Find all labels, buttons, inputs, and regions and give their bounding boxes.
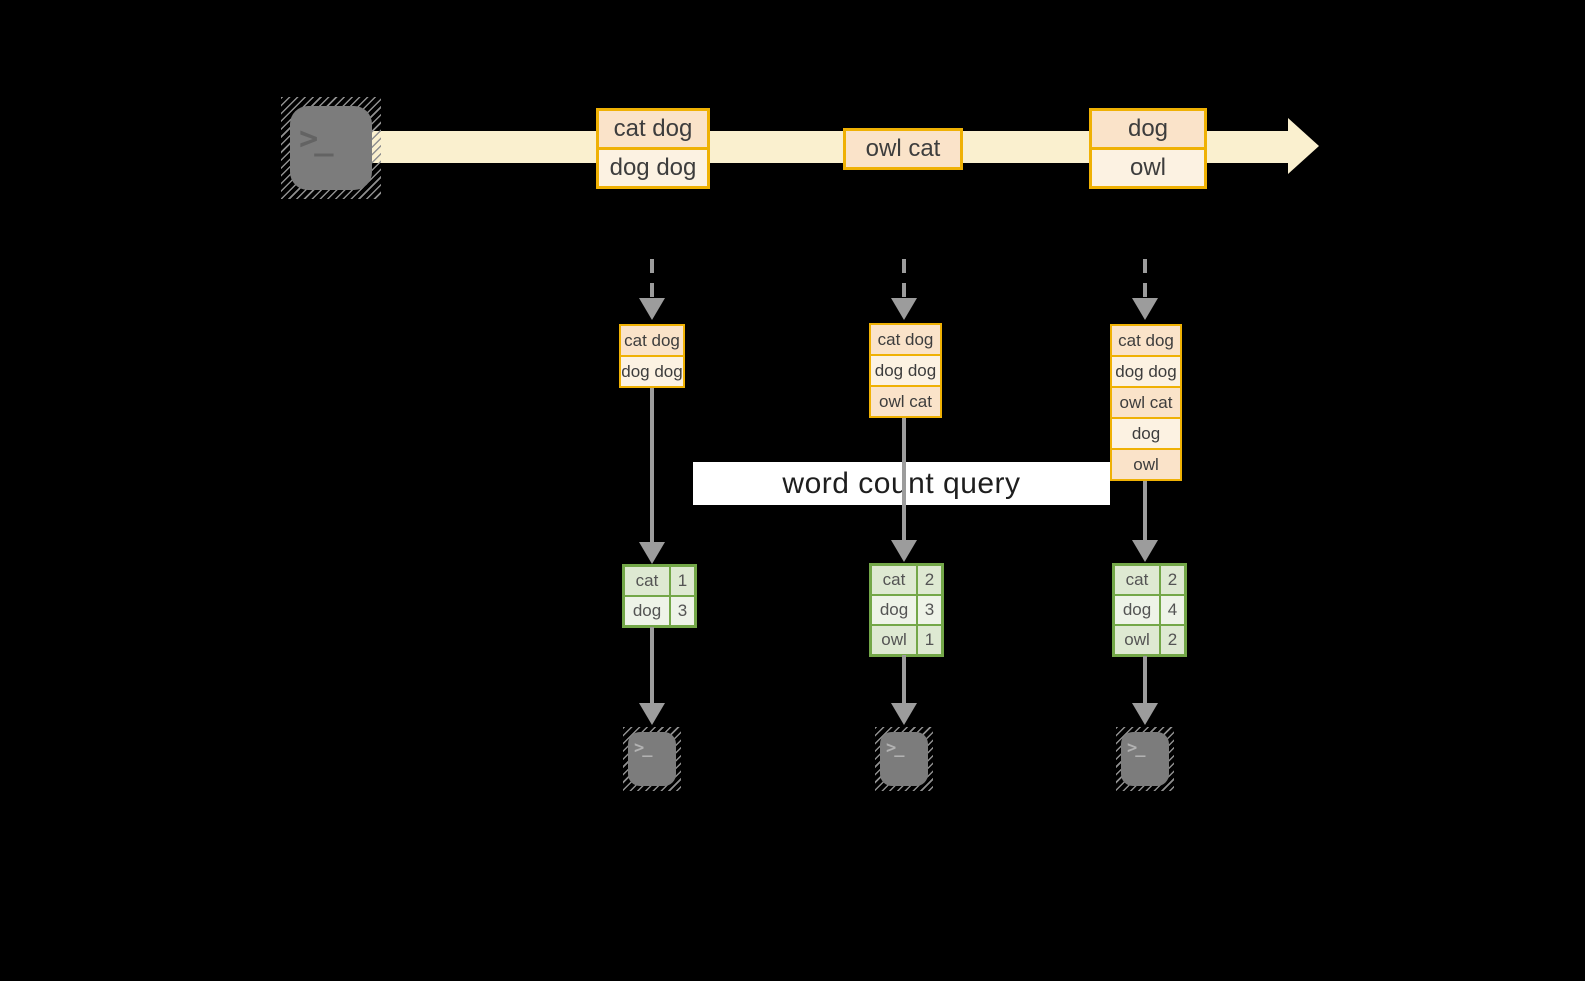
stack-record: owl cat: [1110, 386, 1182, 419]
word-cell: dog: [1115, 596, 1159, 624]
arrow-head-icon: [891, 703, 917, 725]
terminal-body: [290, 106, 372, 190]
arrow-line: [902, 416, 906, 541]
count-table-1: cat 1 dog 3: [622, 564, 697, 628]
stack-record: owl cat: [869, 385, 942, 418]
sink-terminal-icon-1: >_: [623, 727, 681, 791]
count-table-2: cat 2 dog 3 owl 1: [869, 563, 944, 657]
terminal-body: [1121, 732, 1169, 786]
input-stack-1: cat dog dog dog: [619, 324, 685, 388]
arrow-head-icon: [1132, 540, 1158, 562]
dashed-arrow-line: [650, 259, 654, 297]
arrow-line: [650, 386, 654, 543]
arrow-line: [1143, 656, 1147, 705]
arrow-line: [650, 627, 654, 705]
arrow-head-icon: [639, 703, 665, 725]
terminal-prompt-icon: >_: [1127, 738, 1146, 758]
arrow-head-icon: [891, 540, 917, 562]
word-cell: dog: [872, 596, 916, 624]
sink-terminal-icon-3: >_: [1116, 727, 1174, 791]
count-cell: 4: [1161, 596, 1184, 624]
dashed-arrow-line: [1143, 259, 1147, 297]
word-cell: dog: [625, 597, 669, 625]
query-banner-label: word count query: [782, 466, 1021, 500]
stream-timeline-arrowhead-icon: [1288, 118, 1319, 174]
count-cell: 3: [918, 596, 941, 624]
count-cell: 3: [671, 597, 694, 625]
count-cell: 2: [918, 566, 941, 594]
word-cell: cat: [872, 566, 916, 594]
input-stack-3: cat dog dog dog owl cat dog owl: [1110, 324, 1182, 481]
stream-batch-3: dog owl: [1089, 108, 1207, 189]
arrow-head-icon: [1132, 298, 1158, 320]
terminal-prompt-icon: >_: [299, 119, 333, 157]
terminal-prompt-icon: >_: [886, 738, 905, 758]
stream-batch-1: cat dog dog dog: [596, 108, 710, 189]
sink-terminal-icon-2: >_: [875, 727, 933, 791]
stack-record: dog dog: [1110, 355, 1182, 388]
stream-record: owl: [1089, 147, 1207, 189]
arrow-head-icon: [891, 298, 917, 320]
terminal-prompt-icon: >_: [634, 738, 653, 758]
word-cell: owl: [872, 626, 916, 654]
arrow-head-icon: [639, 542, 665, 564]
stack-record: owl: [1110, 448, 1182, 481]
arrow-line: [1143, 481, 1147, 541]
word-cell: owl: [1115, 626, 1159, 654]
stream-record: dog dog: [596, 147, 710, 189]
dashed-arrow-line: [902, 259, 906, 297]
word-cell: cat: [625, 567, 669, 595]
stack-record: dog dog: [869, 354, 942, 387]
stream-record: dog: [1089, 108, 1207, 150]
source-terminal-icon: >_: [281, 97, 381, 199]
stack-record: cat dog: [869, 323, 942, 356]
arrow-line: [902, 655, 906, 705]
count-cell: 1: [918, 626, 941, 654]
count-cell: 2: [1161, 626, 1184, 654]
query-banner: word count query: [693, 462, 1110, 505]
count-table-3: cat 2 dog 4 owl 2: [1112, 563, 1187, 657]
stream-record: cat dog: [596, 108, 710, 150]
stack-record: dog: [1110, 417, 1182, 450]
stack-record: cat dog: [1110, 324, 1182, 357]
input-stack-2: cat dog dog dog owl cat: [869, 323, 942, 418]
count-cell: 2: [1161, 566, 1184, 594]
arrow-head-icon: [639, 298, 665, 320]
word-cell: cat: [1115, 566, 1159, 594]
stream-batch-2: owl cat: [843, 128, 963, 170]
stack-record: cat dog: [619, 324, 685, 357]
terminal-body: [628, 732, 676, 786]
terminal-body: [880, 732, 928, 786]
stack-record: dog dog: [619, 355, 685, 388]
count-cell: 1: [671, 567, 694, 595]
arrow-head-icon: [1132, 703, 1158, 725]
stream-record: owl cat: [843, 128, 963, 170]
